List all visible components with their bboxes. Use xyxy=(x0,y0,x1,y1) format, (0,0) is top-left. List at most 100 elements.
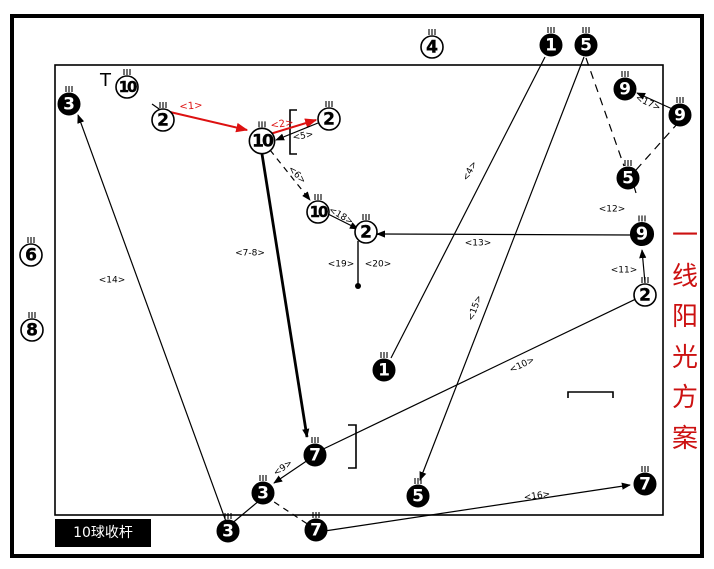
ball-circle xyxy=(317,107,341,131)
ball-1: 1 xyxy=(372,352,396,382)
shot-label: <9> xyxy=(272,458,295,478)
ball-number: 3 xyxy=(222,522,234,542)
ball-circle xyxy=(304,518,328,542)
path-shot-10 xyxy=(314,296,641,454)
ball-8: 8 xyxy=(20,312,44,342)
ball-circle xyxy=(633,472,657,496)
path-shot-5 xyxy=(275,122,319,141)
path-shot-4 xyxy=(390,56,546,359)
ball-circle xyxy=(574,33,598,57)
side-title-char: 案 xyxy=(671,423,698,454)
side-title-char: 方 xyxy=(671,383,698,413)
ball-2: 2 xyxy=(633,277,657,307)
path-dashed-5-5 xyxy=(585,57,625,167)
ball-circle xyxy=(354,220,378,244)
ball-number: 1 xyxy=(378,361,390,381)
ball-circle xyxy=(306,200,330,224)
ball-5: 5 xyxy=(616,160,640,190)
shot-label: <16> xyxy=(523,490,551,504)
ball-circle xyxy=(420,35,444,59)
table-outline xyxy=(54,64,664,516)
ball-number: 2 xyxy=(323,110,335,130)
ball-number: 2 xyxy=(639,286,651,306)
bracket-lower xyxy=(348,424,357,469)
shot-label: <6> xyxy=(286,164,308,186)
ball-number: 7 xyxy=(310,521,322,541)
ball-4: 4 xyxy=(420,29,444,59)
ball-3: 3 xyxy=(251,475,275,505)
shot-label: <12> xyxy=(599,205,626,215)
ball-circle xyxy=(248,127,276,155)
ball-number: 8 xyxy=(26,321,38,341)
path-dashed-5-9 xyxy=(635,122,679,171)
shot-label: <17> xyxy=(634,93,662,113)
bracket-right xyxy=(567,391,614,398)
ball-number: 10 xyxy=(119,78,137,96)
shot-label: <20> xyxy=(365,260,392,270)
footer-label: 10球收杆 xyxy=(55,519,151,547)
ball-2: 2 xyxy=(317,101,341,131)
ball-9: 9 xyxy=(668,97,692,127)
shot-label: <14> xyxy=(99,276,126,286)
ball-number: 1 xyxy=(545,36,557,56)
ball-9: 9 xyxy=(629,215,655,247)
marker-letter-t: T xyxy=(99,70,112,91)
path-shot-7-8 xyxy=(260,153,310,438)
path-shot-13 xyxy=(376,230,632,238)
shot-label: <4> xyxy=(461,160,480,183)
ball-6: 6 xyxy=(19,237,43,267)
ball-number: 2 xyxy=(360,223,372,243)
path-shot-14 xyxy=(77,114,229,528)
ball-circle xyxy=(151,108,175,132)
ball-3: 3 xyxy=(57,86,81,116)
ball-circle xyxy=(19,243,43,267)
ball-5: 5 xyxy=(406,478,430,508)
ball-circle xyxy=(406,484,430,508)
ball-7: 7 xyxy=(303,437,327,467)
side-title-char: 阳 xyxy=(671,302,698,332)
path-shot-1 xyxy=(169,111,249,133)
outer-frame xyxy=(10,14,704,558)
ball-2: 2 xyxy=(151,102,175,132)
side-title-char: 一 xyxy=(671,221,698,251)
ball-number: 10 xyxy=(310,203,328,221)
ball-7: 7 xyxy=(633,466,657,496)
path-shot-2 xyxy=(269,118,318,135)
path-3-to-3 xyxy=(229,499,261,526)
shot-label: <7-8> xyxy=(235,249,265,259)
ball-number: 5 xyxy=(580,36,592,56)
ball-circle xyxy=(633,283,657,307)
ball-circle xyxy=(668,103,692,127)
path-shot-9 xyxy=(273,457,312,484)
path-shot-15 xyxy=(419,56,585,481)
ball-circle xyxy=(372,358,396,382)
ball-circle xyxy=(20,318,44,342)
ball-circle xyxy=(251,481,275,505)
ball-number: 2 xyxy=(157,111,169,131)
shot-label: <1> xyxy=(179,100,203,113)
ball-2: 2 xyxy=(354,214,378,244)
ball-number: 3 xyxy=(63,95,75,115)
ball-number: 4 xyxy=(426,38,438,58)
ball-circle xyxy=(303,443,327,467)
ball-circle xyxy=(613,77,637,101)
ball-circle xyxy=(57,92,81,116)
ball-number: 10 xyxy=(252,132,274,152)
shot-label: <15> xyxy=(466,294,484,322)
ball-5: 5 xyxy=(574,27,598,57)
ball-number: 7 xyxy=(309,446,321,466)
bracket-upper xyxy=(289,109,297,155)
ball-9: 9 xyxy=(613,71,637,101)
ball-number: 9 xyxy=(619,80,631,100)
shot-label: <18> xyxy=(327,205,355,227)
ball-circle xyxy=(115,75,139,99)
ball-number: 7 xyxy=(639,475,651,495)
ball-10: 10 xyxy=(115,69,139,99)
side-title-char: 线 xyxy=(671,261,698,292)
ball-number: 5 xyxy=(412,487,424,507)
shot-label: <19> xyxy=(328,260,355,270)
balls-layer: 10 2 3 4 1 5 10 2 10 2 9 9 5 9 2 6 8 1 7 3 5 7 3 7 xyxy=(19,27,692,543)
shot-label: <5> xyxy=(292,130,314,143)
